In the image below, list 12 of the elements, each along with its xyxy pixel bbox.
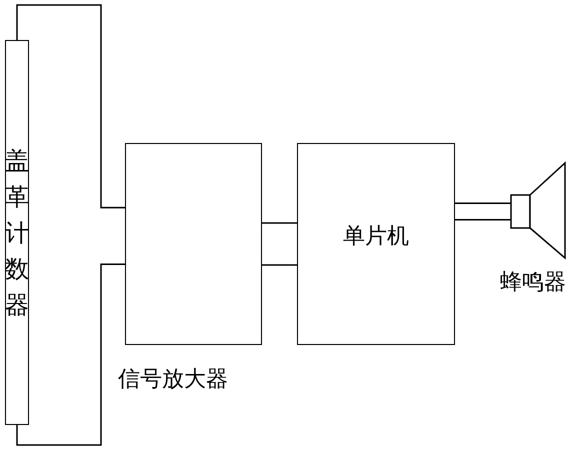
node-label: 信号放大器 (118, 367, 228, 394)
connector-line (262, 264, 297, 266)
connector-line (16, 263, 125, 446)
node-label: 盖革计数器 (5, 146, 29, 320)
connector-line (455, 219, 511, 220)
node-label: 蜂鸣器 (500, 270, 566, 296)
connector-line (455, 202, 511, 204)
node-label: 单片机 (343, 224, 409, 250)
connector-line (16, 4, 125, 208)
counter-box (5, 40, 29, 425)
connector-line (262, 222, 297, 224)
process-box (297, 143, 455, 345)
